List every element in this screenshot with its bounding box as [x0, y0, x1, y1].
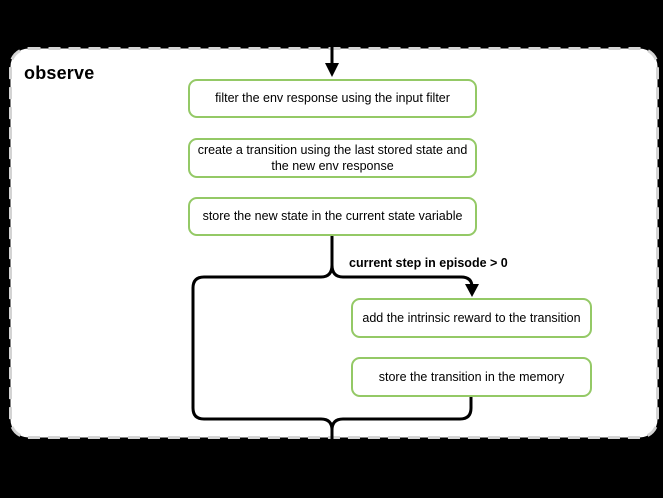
- node-label: filter the env response using the input …: [215, 91, 450, 106]
- node-filter-env-response: filter the env response using the input …: [188, 79, 477, 118]
- node-label: store the transition in the memory: [378, 369, 565, 384]
- node-create-transition: create a transition using the last store…: [188, 138, 477, 178]
- node-label: store the new state in the current state…: [202, 209, 463, 224]
- node-add-intrinsic-reward: add the intrinsic reward to the transiti…: [351, 298, 592, 338]
- group-title-observe: observe: [24, 63, 95, 83]
- edge-entry-arrowhead-icon: [325, 63, 339, 77]
- condition-label: current step in episode > 0: [349, 256, 508, 270]
- observe-group-frame: [9, 47, 659, 439]
- edge-merge-from-memory: [330, 395, 473, 432]
- edge-condition-arrowhead-icon: [465, 284, 479, 297]
- node-label: create a transition using the last store…: [197, 142, 468, 173]
- node-label: add the intrinsic reward to the transiti…: [362, 310, 581, 325]
- node-store-new-state: store the new state in the current state…: [188, 197, 477, 236]
- node-store-transition: store the transition in the memory: [351, 357, 592, 397]
- edge-condition-line: [330, 263, 474, 289]
- edge-bypass-left: [191, 263, 334, 458]
